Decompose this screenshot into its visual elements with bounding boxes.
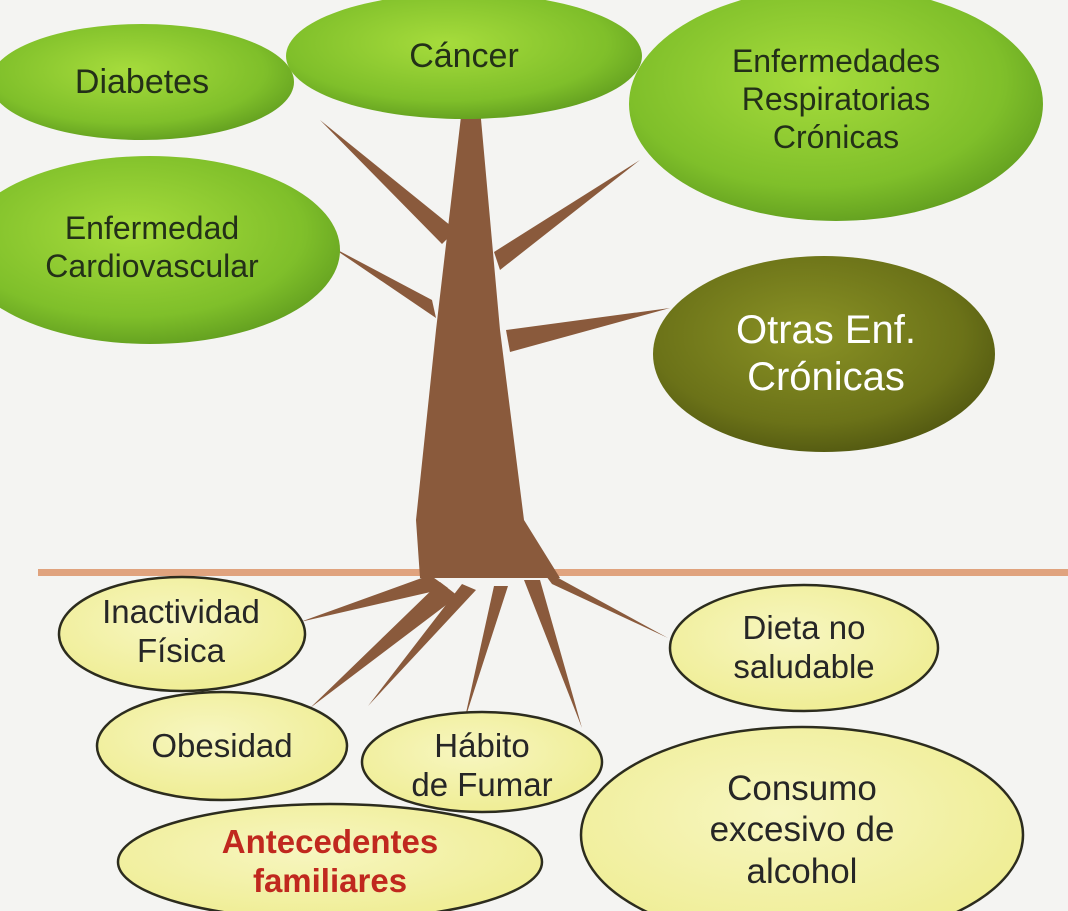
branch-right-upper xyxy=(494,160,640,270)
label-cardiovascular: Enfermedad Cardiovascular xyxy=(0,200,304,296)
label-inactivity: Inactividad Física xyxy=(66,586,296,678)
label-family-history: Antecedentes familiares xyxy=(170,816,490,908)
label-cardiovascular-line-2: Cardiovascular xyxy=(45,248,259,284)
trunk xyxy=(416,108,560,578)
label-inactivity-line-2: Física xyxy=(136,632,225,669)
label-alcohol: Consumo excesivo de alcohol xyxy=(640,754,964,906)
leaf-diabetes xyxy=(0,24,294,140)
bubble-smoking xyxy=(360,710,604,814)
risk-bubbles xyxy=(57,575,1025,911)
bubble-alcohol xyxy=(579,725,1025,911)
root-to-obesity xyxy=(310,582,458,708)
label-alcohol-line-1: Consumo xyxy=(727,769,877,809)
label-family-history-line-1: Antecedentes xyxy=(221,823,439,861)
leaf-cancer xyxy=(286,0,642,119)
label-diet-line-2: saludable xyxy=(733,648,875,685)
label-smoking-line-1: Hábito xyxy=(434,727,530,765)
branches xyxy=(320,120,670,352)
label-respiratory-line-2: Respiratorias xyxy=(741,81,931,118)
label-cancer-line: Cáncer xyxy=(409,36,519,75)
label-other-chronic: Otras Enf. Crónicas xyxy=(676,294,976,414)
root-to-smoking xyxy=(464,586,508,722)
label-obesity-line: Obesidad xyxy=(151,726,293,764)
label-smoking: Hábito de Fumar xyxy=(380,720,584,812)
root-to-inactivity xyxy=(300,575,448,622)
label-diabetes-line: Diabetes xyxy=(74,62,210,101)
label-smoking-line-2: de Fumar xyxy=(411,766,553,803)
label-family-history-line-2: familiares xyxy=(252,862,408,899)
label-diabetes: Diabetes xyxy=(0,52,284,112)
label-diet: Dieta no saludable xyxy=(680,602,928,694)
label-obesity: Obesidad xyxy=(110,716,334,776)
root-to-diet xyxy=(540,568,668,638)
root-to-center xyxy=(524,580,582,728)
leaf-other-chronic xyxy=(653,256,995,452)
leaf-cardiovascular xyxy=(0,156,340,344)
label-respiratory-line-3: Crónicas xyxy=(772,118,900,155)
roots xyxy=(300,568,668,728)
label-other-chronic-line-2: Crónicas xyxy=(747,355,905,399)
label-respiratory: Enfermedades Respiratorias Crónicas xyxy=(664,28,1008,172)
bubble-diet xyxy=(668,583,940,713)
branch-left xyxy=(330,246,436,318)
branch-right xyxy=(506,308,670,352)
bubble-family-history xyxy=(116,802,544,911)
leaf-respiratory xyxy=(629,0,1043,221)
branch-upper-left xyxy=(320,120,456,244)
label-alcohol-line-2: excesivo de xyxy=(709,810,895,850)
label-other-chronic-line-1: Otras Enf. xyxy=(735,307,917,352)
label-cardiovascular-line-1: Enfermedad xyxy=(64,210,240,247)
bubble-inactivity xyxy=(57,575,307,693)
bubble-obesity xyxy=(95,690,349,802)
label-alcohol-line-3: alcohol xyxy=(746,851,858,891)
label-inactivity-line-1: Inactividad xyxy=(102,593,260,631)
label-cancer: Cáncer xyxy=(294,24,634,88)
label-respiratory-line-1: Enfermedades xyxy=(731,43,941,80)
root-to-smoking-left xyxy=(368,584,476,706)
label-diet-line-1: Dieta no xyxy=(742,609,866,647)
